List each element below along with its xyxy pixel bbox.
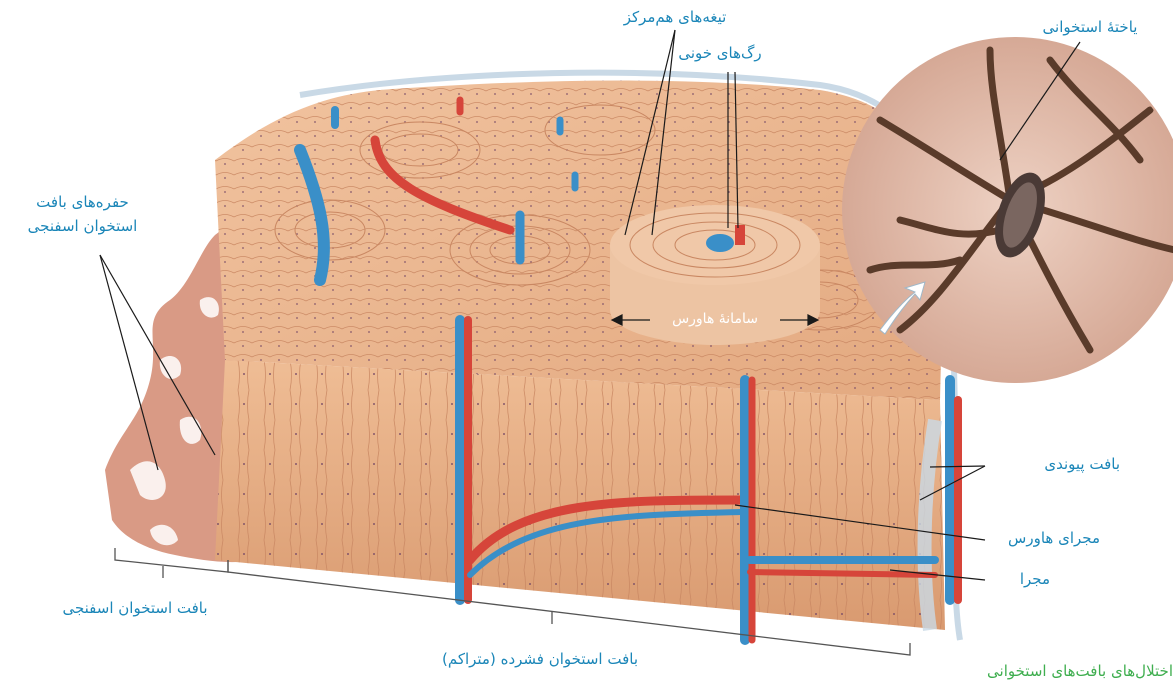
- label-connective-tissue: بافت پیوندی: [990, 455, 1120, 473]
- label-canal: مجرا: [990, 570, 1050, 588]
- label-compact-bone: بافت استخوان فشرده (متراکم): [390, 650, 690, 668]
- compact-bone-block: [215, 73, 960, 640]
- label-haversian-canal: مجرای هاورس: [990, 529, 1100, 547]
- label-bone-cell: یاختهٔ استخوانی: [1020, 18, 1160, 36]
- bone-cell-magnified: [843, 38, 1173, 382]
- label-spongy-cavities: حفره‌های بافت استخوان اسفنجی: [10, 190, 155, 238]
- footer-section-text: اختلال‌های بافت‌های استخوانی: [975, 662, 1173, 681]
- label-haversian-system: سامانهٔ هاورس: [655, 311, 775, 327]
- label-concentric-lamellae: تیغه‌های هم‌مرکز: [590, 8, 760, 26]
- label-blood-vessels: رگ‌های خونی: [640, 44, 800, 62]
- label-spongy-bone: بافت استخوان اسفنجی: [40, 599, 230, 617]
